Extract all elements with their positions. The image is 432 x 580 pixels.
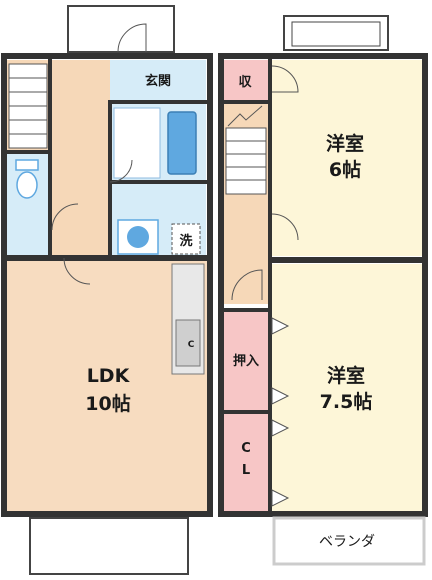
room-a-size: 6帖 (329, 158, 361, 181)
entrance-floor (110, 60, 206, 100)
ldk-name: LDK (87, 365, 131, 387)
left-unit-walls (1, 53, 213, 517)
closet-door-marks (271, 317, 290, 507)
room-b-floor (272, 264, 422, 512)
porch-outline (67, 5, 175, 53)
room-a-floor (272, 60, 422, 256)
room-a-name: 洋室 (326, 132, 364, 155)
washbasin-icon (117, 219, 159, 255)
stairs-left (8, 63, 48, 149)
bottom-balcony-outline (29, 517, 189, 575)
kitchen-mark: C (188, 340, 195, 350)
storage-top-floor (224, 60, 270, 102)
closet-cl-floor (224, 414, 270, 512)
storage-top-label: 収 (238, 75, 252, 90)
closet-cl-label-c: C (241, 441, 251, 456)
closet-cl-label-l: L (242, 463, 250, 478)
balcony-outline (272, 516, 426, 566)
wash-label: 洗 (179, 233, 192, 249)
right-unit-walls (218, 53, 428, 517)
door-swings-right (231, 65, 299, 301)
bathtub-icon (167, 111, 197, 175)
toilet-icon (15, 159, 39, 199)
stairs-right (225, 105, 267, 195)
washing-machine-space (171, 223, 201, 255)
balcony-label: ベランダ (319, 534, 375, 550)
room-b-size: 7.5帖 (320, 390, 373, 413)
closet-push-label: 押入 (233, 353, 259, 369)
entrance-label: 玄関 (145, 73, 171, 89)
room-b-name: 洋室 (327, 364, 365, 387)
hall-floor (50, 60, 110, 258)
door-swings-left (51, 23, 147, 285)
ldk-size: 10帖 (85, 392, 130, 415)
closet-push-floor (224, 312, 270, 410)
